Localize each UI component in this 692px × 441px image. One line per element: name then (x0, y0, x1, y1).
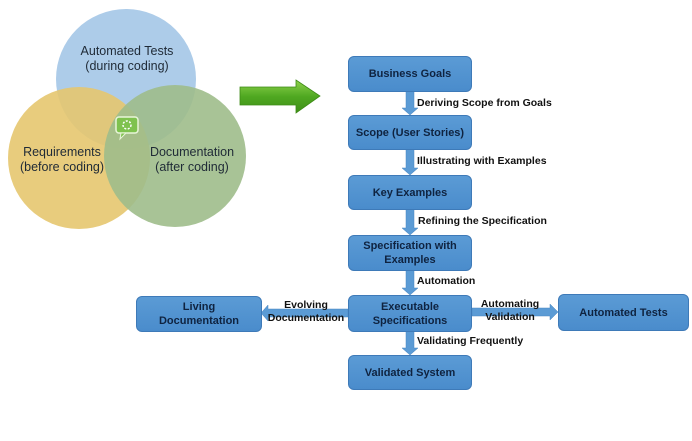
box-label-line: Documentation (158, 315, 240, 327)
flow-box-key-examples: Key Examples (348, 175, 472, 210)
venn-label-requirements: Requirements (before coding) (12, 145, 112, 175)
arrow-validating (401, 330, 419, 356)
edge-label-line: Documentation (267, 312, 345, 324)
venn-label-line: (after coding) (155, 160, 229, 174)
venn-label-line: (during coding) (85, 59, 169, 73)
flow-box-business-goals: Business Goals (348, 56, 472, 92)
green-right-arrow-icon (239, 79, 321, 114)
arrow-automation (401, 269, 419, 296)
venn-label-line: Automated Tests (80, 44, 174, 58)
box-label: Key Examples (372, 186, 448, 199)
flow-box-executable-specifications: Executable Specifications (348, 295, 472, 332)
speech-bubble-icon (115, 116, 139, 141)
edge-label-line: Automating (480, 298, 540, 310)
edge-label-validating: Validating Frequently (417, 335, 524, 347)
venn-label-line: Requirements (23, 145, 101, 159)
box-label: Automated Tests (579, 306, 668, 319)
flow-box-automated-tests: Automated Tests (558, 294, 689, 331)
arrow-refining (401, 208, 419, 236)
flow-box-scope: Scope (User Stories) (348, 115, 472, 150)
edge-label-automating: Automating Validation (474, 298, 546, 324)
edge-label-evolving: Evolving Documentation (264, 299, 348, 325)
box-label-line: Executable (380, 300, 440, 313)
box-label-line: Living (182, 301, 216, 313)
arrow-automating (471, 303, 559, 321)
edge-label-illustrating: Illustrating with Examples (417, 155, 547, 167)
flow-box-living-documentation: Living Documentation (136, 296, 262, 332)
venn-diagram (8, 9, 246, 229)
flow-box-validated-system: Validated System (348, 355, 472, 390)
arrow-evolving (260, 304, 349, 322)
box-label-line: Examples (384, 254, 436, 266)
edge-label-deriving: Deriving Scope from Goals (417, 97, 552, 109)
venn-circle-documentation (104, 85, 246, 227)
edge-label-automation: Automation (417, 275, 476, 287)
box-label: Validated System (364, 366, 456, 379)
arrow-illustrating (401, 148, 419, 176)
box-label-line: Specification with (363, 240, 457, 252)
venn-label-line: (before coding) (19, 160, 105, 174)
flow-box-specification: Specification with Examples (348, 235, 472, 271)
edge-label-line: Evolving (284, 299, 328, 311)
box-label: Business Goals (368, 68, 452, 80)
edge-label-refining: Refining the Specification (418, 215, 547, 227)
box-label: Scope (User Stories) (355, 126, 465, 139)
venn-label-documentation: Documentation (after coding) (142, 145, 242, 175)
edge-label-line: Validation (485, 311, 535, 323)
venn-label-line: Documentation (149, 145, 235, 159)
venn-label-automated-tests: Automated Tests (during coding) (66, 44, 188, 74)
arrow-deriving (401, 90, 419, 116)
box-label-line: Specifications (372, 314, 448, 327)
